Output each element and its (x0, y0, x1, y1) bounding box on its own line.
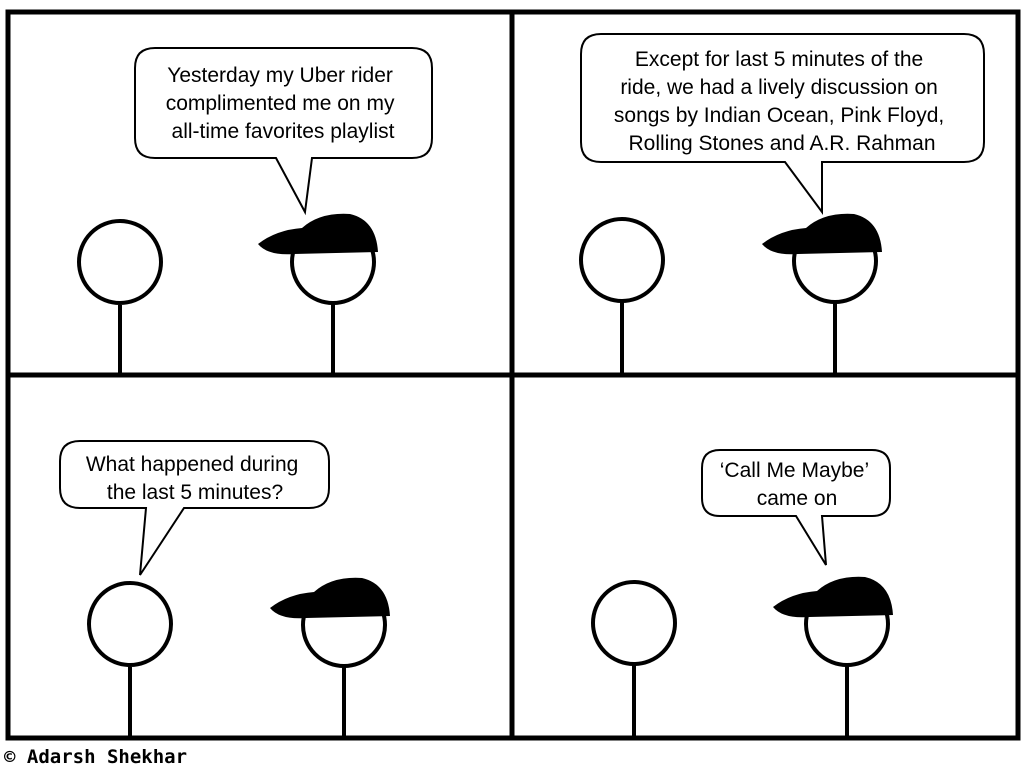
panel-2-speech-text: Except for last 5 minutes of the ride, w… (614, 48, 950, 155)
panel-1-line-3: all-time favorites playlist (172, 120, 395, 143)
panel-2-driver-figure (762, 213, 882, 373)
panel-4-speech-text: ‘Call Me Maybe’ came on (720, 459, 874, 510)
panel-3-rider-figure (87, 581, 173, 736)
panel-4-driver-figure (773, 576, 893, 736)
panel-4-speech-bubble (701, 449, 891, 566)
author-credit: © Adarsh Shekhar (4, 746, 187, 768)
panel-2-speech-bubble (580, 33, 985, 216)
panel-3: What happened during the last 5 minutes? (5, 372, 515, 741)
panel-2-rider-figure (579, 217, 665, 373)
panel-1-rider-head (77, 219, 163, 305)
panel-3-rider-head (87, 581, 173, 667)
panel-4-line-1: ‘Call Me Maybe’ (720, 459, 869, 482)
panel-2-line-1: Except for last 5 minutes of the (635, 48, 923, 71)
panel-1: Yesterday my Uber rider complimented me … (5, 9, 515, 378)
panel-1-rider-figure (77, 219, 163, 373)
panel-2-line-4: Rolling Stones and A.R. Rahman (628, 132, 935, 155)
panel-1-speech-text: Yesterday my Uber rider complimented me … (166, 64, 401, 143)
panel-3-line-2: the last 5 minutes? (107, 481, 283, 504)
panel-4: ‘Call Me Maybe’ came on (509, 372, 1021, 741)
panel-3-driver-figure (270, 577, 390, 736)
panel-3-speech-bubble (59, 440, 330, 576)
panel-2: Except for last 5 minutes of the ride, w… (509, 9, 1021, 378)
panel-1-speech-bubble (134, 47, 433, 216)
panel-1-driver-cap (258, 213, 378, 255)
panel-2-line-3: songs by Indian Ocean, Pink Floyd, (614, 104, 944, 127)
panel-2-driver-cap (762, 213, 882, 255)
panel-2-line-2: ride, we had a lively discussion on (620, 76, 938, 99)
panel-3-speech-text: What happened during the last 5 minutes? (86, 453, 304, 504)
panel-4-line-2: came on (757, 487, 838, 510)
panel-2-rider-head (579, 217, 665, 303)
panel-4-rider-head (591, 580, 677, 666)
panel-4-driver-cap (773, 576, 893, 618)
panel-1-line-1: Yesterday my Uber rider (167, 64, 393, 87)
panel-3-line-1: What happened during (86, 453, 299, 476)
panel-1-driver-figure (258, 213, 378, 373)
panel-4-border (509, 372, 1021, 741)
panel-4-rider-figure (591, 580, 677, 736)
panel-1-line-2: complimented me on my (166, 92, 395, 115)
panel-3-driver-cap (270, 577, 390, 619)
panel-3-border (5, 372, 515, 741)
